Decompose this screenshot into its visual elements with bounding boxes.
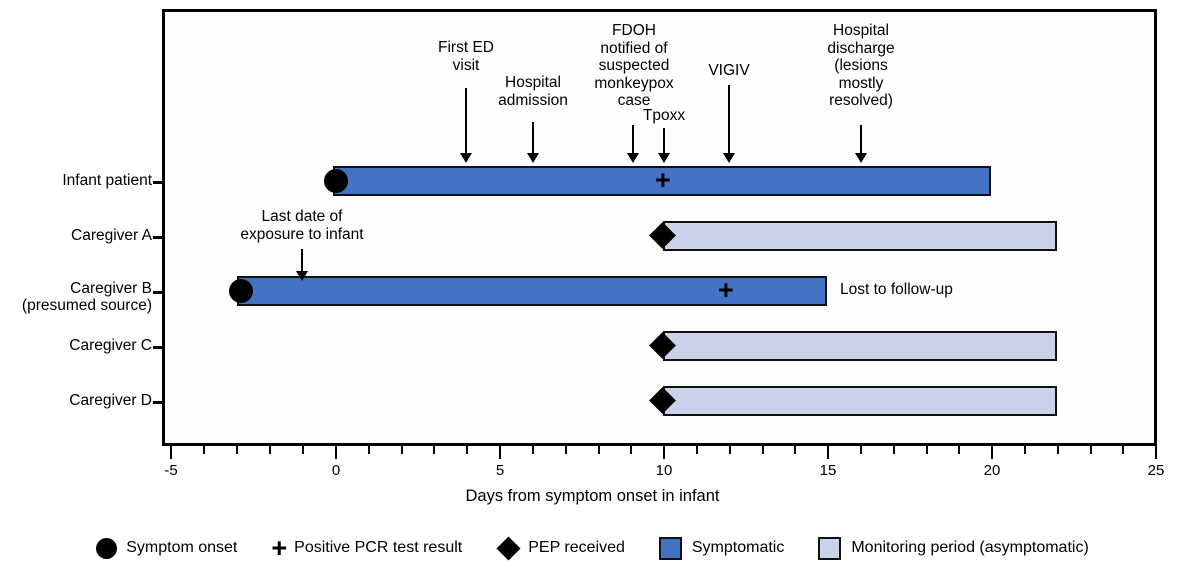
x-tick-minor-6 [532,446,534,454]
annotation-hospital-admission: Hospital admission [498,74,568,109]
annotation-tpoxx: Tpoxx [642,107,686,124]
y-tick-caregiver-b [153,291,162,294]
x-tick-minor-14 [794,446,796,454]
x-tick-minor-23 [1090,446,1092,454]
square-swatch-icon-monitoring [818,536,842,560]
x-tick-minor-3 [433,446,435,454]
x-tick-major-0 [335,446,337,459]
y-tick-infant-patient [153,181,162,184]
x-tick-minor-13 [762,446,764,454]
x-tick-major-10 [663,446,665,459]
legend-label-monitoring: Monitoring period (asymptomatic) [851,539,1089,556]
x-tick-minor-2 [401,446,403,454]
y-axis-label-caregiver-d: Caregiver D [69,392,152,409]
legend-item-monitoring: Monitoring period (asymptomatic) [818,536,1089,560]
circle-icon [96,537,118,559]
x-tick-label-20: 20 [983,462,1001,479]
bar-caregiver-b-symptomatic [237,276,827,306]
chart-legend: Symptom onset + Positive PCR test result… [0,528,1185,568]
annotation-arrow-hospital-discharge [855,125,867,163]
y-axis-label-infant-patient: Infant patient [62,172,152,189]
annotation-arrow-fdoh-notified [627,125,639,163]
x-tick-minor-24 [1122,446,1124,454]
x-tick-label-5: 5 [495,462,505,479]
x-tick-minor-9 [630,446,632,454]
annotation-arrow-first-ed-visit [460,88,472,163]
legend-label-symptomatic: Symptomatic [691,539,785,556]
annotation-hospital-discharge: Hospital discharge (lesions mostly resol… [827,22,895,109]
legend-spacer [237,548,271,549]
x-tick-minor-18 [926,446,928,454]
x-tick-major-5 [499,446,501,459]
x-tick-minor-4 [466,446,468,454]
x-tick-minor-19 [958,446,960,454]
annotation-arrow-last-exposure [296,249,308,281]
legend-spacer [462,548,496,549]
bar-caregiver-c-monitoring [663,331,1057,361]
x-tick-minor-21 [1024,446,1026,454]
x-tick-major-20 [991,446,993,459]
x-tick-minor-8 [598,446,600,454]
legend-spacer [625,548,659,549]
diamond-icon [496,535,521,561]
x-tick-label--5: -5 [164,462,178,479]
x-tick-major--5 [170,446,172,459]
x-tick-minor--3 [236,446,238,454]
y-tick-caregiver-c [153,346,162,349]
x-tick-minor-16 [860,446,862,454]
bar-infant-patient-symptomatic [333,166,991,196]
annotation-arrow-hospital-admission [527,122,539,163]
legend-item-symptomatic: Symptomatic [658,536,785,560]
marker-symptom-onset-infant [324,169,348,193]
x-tick-minor-12 [729,446,731,454]
bar-caregiver-d-monitoring [663,386,1057,416]
marker-positive-pcr-caregiver-b: + [718,275,734,305]
marker-symptom-onset-caregiver-b [229,279,253,303]
annotation-last-exposure: Last date of exposure to infant [240,208,364,243]
legend-spacer [784,548,818,549]
x-tick-label-15: 15 [819,462,837,479]
plus-icon: + [271,533,288,563]
y-axis-label-caregiver-c: Caregiver C [69,337,152,354]
x-tick-minor-17 [893,446,895,454]
x-tick-minor--4 [203,446,205,454]
y-axis-label-caregiver-a: Caregiver A [71,227,152,244]
x-tick-minor-1 [368,446,370,454]
annotation-arrow-vigiv [723,85,735,163]
square-swatch-icon-symptomatic [658,536,682,560]
legend-label-symptom-onset: Symptom onset [126,539,238,556]
legend-item-symptom-onset: Symptom onset [96,537,238,559]
legend-item-positive-pcr: + Positive PCR test result [271,533,463,563]
annotation-first-ed-visit: First ED visit [438,39,494,74]
x-tick-major-15 [827,446,829,459]
legend-label-pep-received: PEP received [528,539,625,556]
y-tick-caregiver-d [153,401,162,404]
y-axis-label-caregiver-b-line2: (presumed source) [21,297,152,314]
x-tick-minor-22 [1057,446,1059,454]
annotation-vigiv: VIGIV [708,62,750,79]
x-tick-minor--2 [269,446,271,454]
x-tick-label-0: 0 [331,462,341,479]
marker-positive-pcr-infant: + [655,165,671,195]
x-tick-major-25 [1155,446,1157,459]
x-tick-label-10: 10 [655,462,673,479]
x-tick-minor-11 [696,446,698,454]
legend-label-positive-pcr: Positive PCR test result [294,539,463,556]
y-axis-label-caregiver-b-line1: Caregiver B [70,280,152,297]
x-axis-title: Days from symptom onset in infant [465,487,720,505]
x-tick-minor-7 [565,446,567,454]
x-tick-minor--1 [302,446,304,454]
annotation-arrow-tpoxx [658,128,670,163]
y-tick-caregiver-a [153,236,162,239]
bar-caregiver-a-monitoring [663,221,1057,251]
annotation-fdoh-notified: FDOH notified of suspected monkeypox cas… [594,22,674,109]
annotation-lost-to-followup: Lost to follow-up [840,281,953,298]
legend-item-pep-received: PEP received [496,535,625,561]
x-tick-label-25: 25 [1147,462,1165,479]
